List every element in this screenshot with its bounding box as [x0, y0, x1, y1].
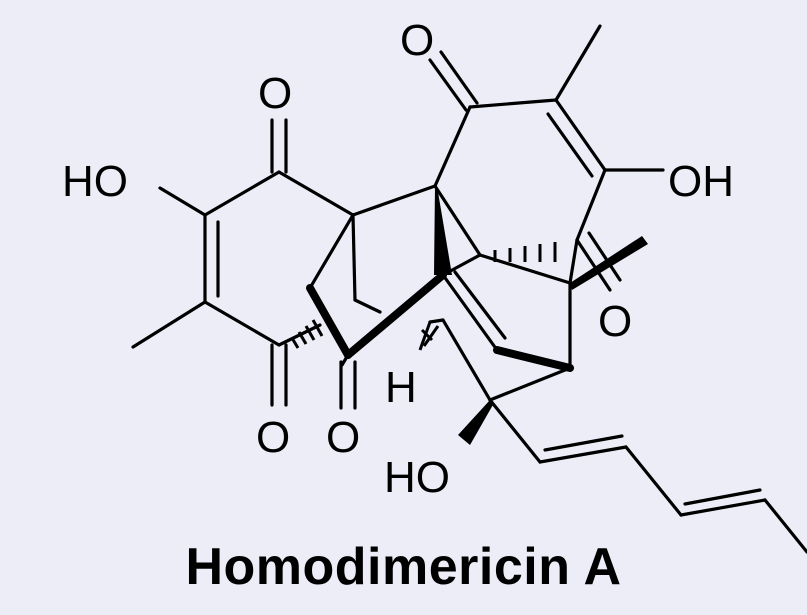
diene-chain	[488, 398, 807, 554]
ho-label-bottom: HO	[384, 453, 450, 502]
oh-wedge-bond	[458, 400, 494, 445]
right-ring	[428, 24, 665, 292]
o-label-bottom-left: O	[256, 413, 290, 462]
core-wedge-bond	[434, 186, 452, 275]
h-label-center: H	[385, 363, 417, 412]
left-ring	[131, 118, 355, 407]
oh-label-right: OH	[668, 157, 734, 206]
o-label-mid-right: O	[598, 297, 632, 346]
ho-label-left: HO	[62, 157, 128, 206]
h-hash-bond	[418, 321, 440, 351]
o-label-top-left: O	[258, 69, 292, 118]
left-hash-bond	[290, 319, 324, 349]
o-label-top-right: O	[400, 16, 434, 65]
right-hash-bond	[493, 242, 557, 262]
methyl-wedge-bond	[570, 236, 648, 290]
o-label-bottom-center: O	[326, 413, 360, 462]
core-bonds	[306, 105, 574, 410]
compound-name: Homodimericin A	[185, 538, 622, 596]
